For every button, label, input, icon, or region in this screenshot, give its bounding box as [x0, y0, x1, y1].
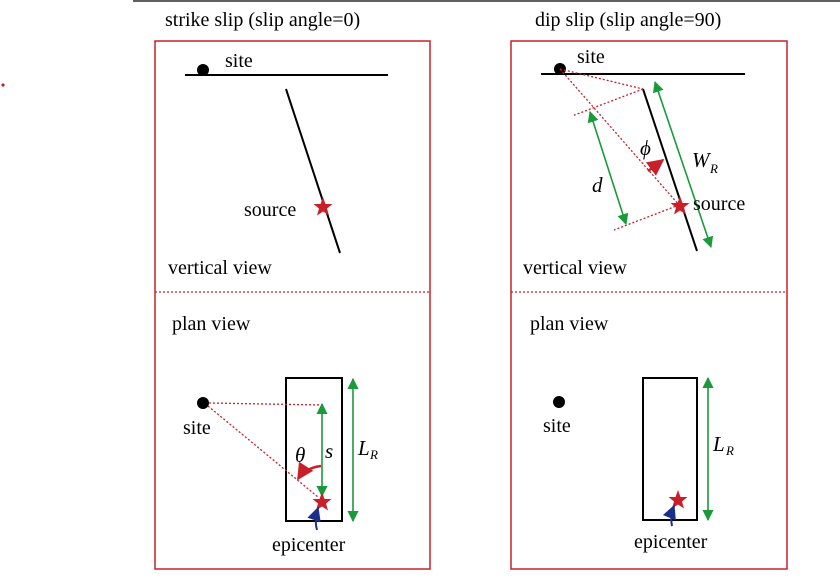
- dip-source-star: [670, 196, 690, 215]
- strike-epicenter-star: [312, 492, 332, 511]
- dip-slip-title: dip slip (slip angle=90): [535, 9, 721, 31]
- dip-plan-site-dot: [553, 396, 565, 408]
- dip-fault-top-extension-dotted: [571, 88, 644, 117]
- strike-epicenter-label: epicenter: [272, 534, 346, 556]
- phi-symbol: ϕ: [640, 136, 651, 160]
- strike-vertical-view-label: vertical view: [168, 257, 272, 279]
- dip-epicenter-star: [668, 490, 688, 509]
- dip-vertical-view-label: vertical view: [523, 257, 627, 279]
- theta-angle-arc: [296, 461, 322, 481]
- dip-epicenter-pointer-arrow: [662, 504, 676, 527]
- dip-site-to-fault-top-dotted: [559, 68, 644, 90]
- strike-plan-site-label: site: [183, 417, 211, 439]
- strike-source-star: [313, 197, 333, 216]
- strike-site-label: site: [225, 50, 253, 72]
- strike-slip-title: strike slip (slip angle=0): [165, 9, 360, 31]
- d-distance-arrow: [587, 110, 629, 226]
- W-symbol: W: [692, 148, 712, 172]
- strike-source-label: source: [244, 199, 296, 221]
- dip-plan-site-label: site: [543, 415, 571, 437]
- dip-site-label: site: [577, 46, 605, 68]
- dip-plan-view-label: plan view: [530, 313, 609, 335]
- dip-fault-rectangle: [642, 377, 698, 521]
- d-symbol: d: [592, 173, 603, 197]
- W-width-arrow: [652, 80, 714, 249]
- dip-L-subscript: R: [725, 443, 734, 458]
- strike-fault-line: [285, 88, 341, 254]
- strike-L-subscript: R: [369, 447, 378, 462]
- dip-site-to-source-dotted: [559, 68, 680, 206]
- dip-epicenter-label: epicenter: [634, 531, 708, 553]
- strike-slip-frame: [154, 40, 431, 570]
- dip-L-symbol: L: [712, 432, 725, 456]
- phi-angle-arc: [645, 158, 665, 176]
- stray-dot: [1, 83, 5, 87]
- strike-site-to-fault-dotted: [208, 402, 323, 406]
- strike-L-symbol: L: [357, 436, 370, 460]
- W-subscript: R: [709, 161, 718, 176]
- dip-source-label: source: [693, 193, 745, 215]
- strike-epicenter-pointer-arrow: [307, 506, 321, 531]
- dip-slip-frame: [510, 40, 788, 570]
- s-symbol: s: [325, 439, 333, 463]
- strike-plan-view-label: plan view: [172, 313, 251, 335]
- strike-site-dot: [197, 64, 209, 76]
- strike-plan-site-dot: [197, 397, 209, 409]
- theta-symbol: θ: [295, 443, 305, 467]
